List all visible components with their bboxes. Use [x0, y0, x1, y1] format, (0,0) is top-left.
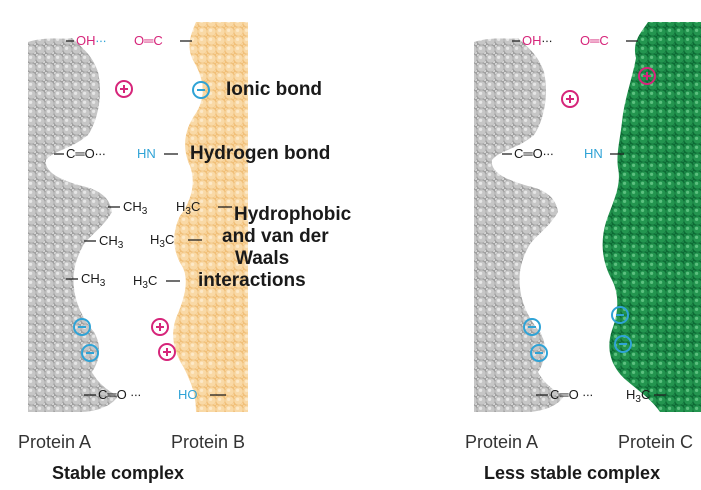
hbond-top-less-stable: OH∙∙∙ [522, 33, 552, 48]
ch-text: CH [99, 233, 118, 248]
c-eq-o-group-less-stable: C═O∙∙∙ [514, 146, 554, 161]
bond-lines-less-stable [502, 40, 666, 396]
subscript-3: 3 [159, 239, 165, 250]
hydrophobic-label-line3: Waals [235, 248, 290, 269]
negative-charge-icon [523, 318, 541, 336]
o-eq-c-group: O═C [134, 33, 163, 48]
c-eq-o-bottom-stable: C═O ∙∙∙ [98, 387, 141, 402]
hn-text: HN [584, 146, 603, 161]
o-eq-c-group: O═C [580, 33, 609, 48]
bond-lines-stable [54, 40, 232, 396]
hn-group-less-stable: HN [584, 146, 603, 161]
hbond-top-stable: OH∙∙∙ [76, 33, 106, 48]
subscript-3: 3 [185, 206, 191, 217]
h3c-group-1: H3C [176, 199, 201, 217]
hydrophobic-label-line4: interactions [198, 270, 306, 291]
ionic-bond-label: Ionic bond [226, 79, 323, 100]
subscript-3: 3 [142, 280, 148, 291]
protein-c-caption: Protein C [618, 432, 694, 452]
oc-group-less-stable: O═C [580, 33, 609, 48]
positive-charge-icon [115, 80, 133, 98]
h3c-group-less-stable: H3C [626, 387, 651, 405]
c-eq-o-text: C═O [66, 146, 95, 161]
dots: ∙∙∙ [95, 33, 107, 48]
ch3-group-1: CH3 [123, 199, 148, 217]
positive-charge-icon [561, 90, 579, 108]
h-text: H [150, 232, 160, 247]
positive-charge-icon [158, 343, 176, 361]
ch3-group-2: CH3 [99, 233, 124, 251]
negative-charge-icon [192, 81, 210, 99]
protein-b-caption: Protein B [171, 432, 246, 452]
hydrophobic-label-line1: Hydrophobic [234, 204, 352, 225]
positive-charge-icon [638, 67, 656, 85]
ho-text: HO [178, 387, 198, 402]
h-text: H [626, 387, 636, 402]
protein-a-surface-less-stable [474, 38, 564, 412]
subscript-3: 3 [141, 206, 148, 217]
subscript-3: 3 [635, 394, 641, 405]
c-eq-o-text: C═O [514, 146, 543, 161]
c-eq-o-bottom-less-stable: C═O ∙∙∙ [550, 387, 593, 402]
h-text: H [176, 199, 186, 214]
ch-text: CH [123, 199, 142, 214]
negative-charge-icon [614, 335, 632, 353]
negative-charge-icon [611, 306, 629, 324]
c-eq-o-text: C═O [550, 387, 579, 402]
dots: ∙∙∙ [542, 146, 554, 161]
negative-charge-icon [530, 344, 548, 362]
less-stable-complex-caption: Less stable complex [484, 463, 661, 483]
ho-group-stable: HO [178, 387, 198, 402]
c-eq-o-text: C═O [98, 387, 127, 402]
c-eq-o-group-stable: C═O∙∙∙ [66, 146, 106, 161]
ch-text: CH [81, 271, 100, 286]
subscript-3: 3 [117, 240, 124, 251]
protein-b-surface-stable [173, 22, 248, 412]
h3c-group-2: H3C [150, 232, 175, 250]
hydrophobic-label-line2: and van der [222, 226, 329, 247]
subscript-3: 3 [99, 278, 106, 289]
dots: ∙∙∙ [541, 33, 553, 48]
oh-group: OH [76, 33, 96, 48]
negative-charge-icon [73, 318, 91, 336]
oh-group: OH [522, 33, 542, 48]
protein-a-surface-stable [28, 38, 118, 412]
h-text: H [133, 273, 143, 288]
ch3-group-3: CH3 [81, 271, 106, 289]
protein-a-caption-less-stable: Protein A [465, 432, 539, 452]
dots: ∙∙∙ [578, 387, 594, 402]
dots: ∙∙∙ [94, 146, 106, 161]
hn-group-stable: HN [137, 146, 156, 161]
oc-group-stable: O═C [134, 33, 163, 48]
negative-charge-icon [81, 344, 99, 362]
hydrogen-bond-label: Hydrogen bond [190, 143, 331, 164]
dots: ∙∙∙ [126, 387, 142, 402]
hn-text: HN [137, 146, 156, 161]
positive-charge-icon [151, 318, 169, 336]
stable-complex-caption: Stable complex [52, 463, 185, 483]
h3c-group-3: H3C [133, 273, 158, 291]
protein-a-caption-stable: Protein A [18, 432, 92, 452]
